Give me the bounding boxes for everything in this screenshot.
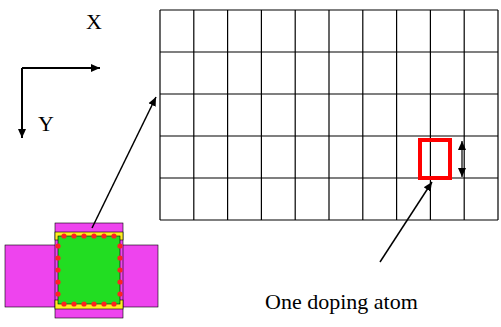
dopant-dot: [91, 301, 96, 306]
grid-line: [295, 10, 296, 220]
zoom-arrow: [92, 97, 156, 228]
dopant-dot: [71, 301, 76, 306]
grid-line: [227, 10, 228, 220]
grid-line: [160, 9, 498, 10]
dopant-dot: [61, 233, 66, 238]
dopant-dot: [111, 233, 116, 238]
red-dots: [55, 233, 122, 306]
leader-arrow: [380, 182, 432, 262]
grid-line: [328, 10, 329, 220]
grid-line: [193, 10, 194, 220]
device-inset: [5, 223, 158, 318]
dopant-dot: [91, 233, 96, 238]
axis-label: X: [86, 10, 102, 34]
grid-line: [396, 10, 397, 220]
grid-line: [497, 10, 498, 220]
grid-line: [261, 10, 262, 220]
dopant-dot: [117, 267, 122, 272]
dopant-dot: [61, 301, 66, 306]
dopant-dot: [117, 291, 122, 296]
x-axis-arrow: [22, 67, 100, 69]
dopant-dot: [81, 233, 86, 238]
dopant-dot: [117, 279, 122, 284]
grid-line: [160, 219, 498, 220]
grid-line: [160, 51, 498, 52]
dopant-dot: [71, 233, 76, 238]
axis-label: Y: [38, 112, 54, 136]
callout-label: One doping atom: [265, 290, 418, 314]
dopant-dot: [81, 301, 86, 306]
grid-line: [430, 10, 431, 220]
dopant-dot: [101, 301, 106, 306]
y-axis-arrow: [21, 68, 23, 138]
dopant-dot: [117, 243, 122, 248]
dopant-dot: [55, 255, 60, 260]
grid-line: [464, 10, 465, 220]
grid-line: [362, 10, 363, 220]
dopant-dot: [111, 301, 116, 306]
dopant-dot: [55, 267, 60, 272]
magenta-cap: [55, 223, 123, 318]
dopant-dot: [117, 255, 122, 260]
dopant-dot: [55, 291, 60, 296]
doping-cell: [420, 140, 450, 178]
dopant-dot: [55, 243, 60, 248]
green-channel: [58, 236, 120, 304]
grid-line: [159, 10, 160, 220]
grid-line: [160, 135, 498, 136]
cell-height-arrow: [461, 141, 462, 177]
cell-grid: [160, 10, 498, 220]
dopant-dot: [55, 279, 60, 284]
dopant-dot: [101, 233, 106, 238]
grid-line: [160, 93, 498, 94]
